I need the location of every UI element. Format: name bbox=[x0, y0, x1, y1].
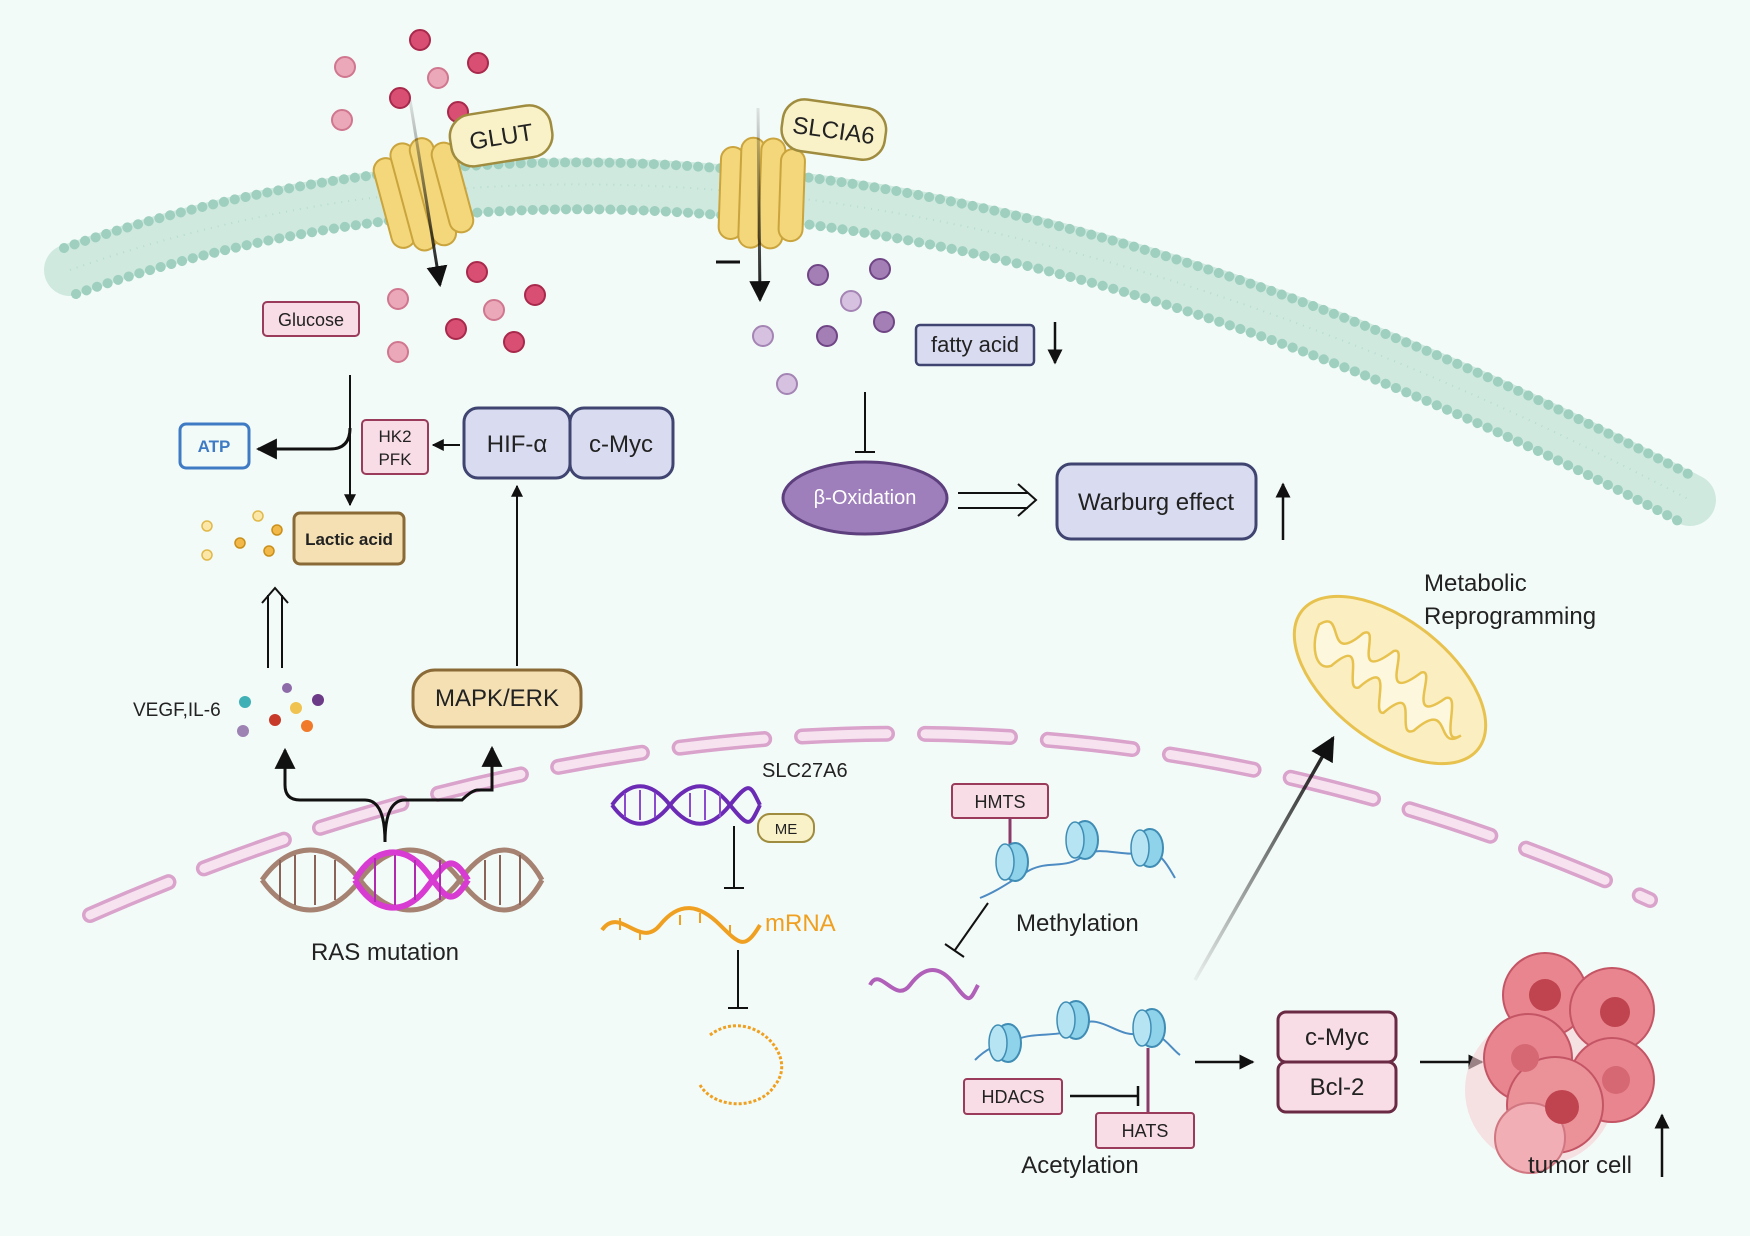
glycolysis-arrows bbox=[255, 375, 460, 507]
glucose-molecules-outside bbox=[331, 29, 489, 131]
transporter-channel-icon bbox=[717, 136, 806, 250]
metabolic-label-line2: Reprogramming bbox=[1424, 603, 1596, 630]
nucleosome-icon bbox=[1065, 820, 1099, 860]
hk2-label: HK2 bbox=[378, 427, 411, 446]
hats-label: HATS bbox=[1122, 1121, 1169, 1141]
glucose-molecules-inside bbox=[387, 261, 546, 363]
me-box bbox=[757, 813, 815, 843]
lactate-molecules bbox=[201, 510, 283, 561]
cell-membrane bbox=[44, 157, 1716, 529]
slc27a6-label: SLC27A6 bbox=[762, 760, 848, 782]
tumor-cell-label: tumor cell bbox=[1528, 1152, 1632, 1179]
glucose-box bbox=[262, 301, 360, 337]
metabolic-label-line1: Metabolic bbox=[1424, 570, 1527, 597]
beta-oxidation-to-warburg-arrow bbox=[958, 483, 1038, 517]
cmyc-top-box bbox=[568, 406, 675, 480]
beta-oxidation-ellipse bbox=[781, 460, 949, 536]
lactic-acid-label: Lactic acid bbox=[305, 530, 393, 549]
nucleosome-icon bbox=[995, 842, 1029, 882]
acetylation-label: Acetylation bbox=[1021, 1152, 1138, 1179]
dna-double-helix-icon bbox=[259, 847, 545, 913]
dna-inhibits-mrna bbox=[724, 826, 744, 889]
hats-box bbox=[1095, 1112, 1195, 1149]
mrna-inhibits-protein bbox=[728, 950, 748, 1009]
nucleosome-icon bbox=[988, 1023, 1022, 1063]
acetylation-to-reprogramming-arrow bbox=[1193, 735, 1335, 981]
slcia6-transporter: SLCIA6 bbox=[717, 98, 888, 303]
methylation-inhibits-rna bbox=[944, 902, 989, 958]
ras-mutation-label: RAS mutation bbox=[311, 939, 459, 966]
lactic-acid-box bbox=[292, 511, 406, 566]
glut-label-box bbox=[448, 104, 554, 168]
hdacs-label: HDACS bbox=[981, 1087, 1044, 1107]
atp-box bbox=[178, 422, 251, 470]
fatty-acid-box bbox=[914, 323, 1036, 367]
mitochondrion-icon bbox=[1292, 594, 1488, 766]
methylation-label: Methylation bbox=[1016, 910, 1139, 937]
mrna-strand-icon bbox=[600, 906, 762, 944]
nucleosome-icon bbox=[1132, 1008, 1166, 1048]
hk2-pfk-box bbox=[361, 419, 429, 475]
hdacs-inhibits-hats bbox=[1070, 1086, 1140, 1106]
atp-label: ATP bbox=[198, 437, 231, 456]
cytokine-molecules bbox=[237, 683, 324, 737]
methylation-chromatin bbox=[979, 820, 1176, 899]
mapk-erk-box bbox=[411, 668, 583, 729]
vegf-il6-label: VEGF,IL-6 bbox=[133, 700, 221, 721]
hdacs-box bbox=[963, 1078, 1063, 1115]
fatty-acid-label: fatty acid bbox=[931, 332, 1019, 357]
cmyc-top-label: c-Myc bbox=[589, 431, 653, 458]
ras-branch-arrows bbox=[274, 745, 503, 843]
tumor-cell-cluster-icon bbox=[1465, 952, 1655, 1174]
fatty-acid-inhibits-beta-oxidation bbox=[855, 392, 875, 453]
hif-alpha-label: HIF-α bbox=[487, 431, 548, 458]
me-label: ME bbox=[775, 821, 798, 838]
mrna-label: mRNA bbox=[765, 910, 836, 937]
pfk-label: PFK bbox=[378, 450, 412, 469]
warburg-effect-box bbox=[1055, 462, 1258, 541]
fatty-acid-molecules bbox=[752, 258, 895, 395]
nucleosome-icon bbox=[1130, 828, 1164, 868]
cmyc-bottom-label: c-Myc bbox=[1305, 1024, 1369, 1051]
nuclear-membrane bbox=[82, 725, 1658, 923]
nucleosome-icon bbox=[1056, 1000, 1090, 1040]
slcia6-label-box bbox=[780, 98, 888, 161]
dna-double-helix-icon bbox=[610, 784, 762, 826]
vegf-to-lactate-double-arrow bbox=[261, 586, 289, 668]
hmts-box bbox=[951, 783, 1049, 819]
bcl2-box bbox=[1276, 1060, 1398, 1114]
glut-transporter: GLUT bbox=[372, 99, 554, 288]
warburg-effect-label: Warburg effect bbox=[1078, 489, 1234, 516]
acetylation-chromatin bbox=[974, 1000, 1181, 1063]
coiled-protein-icon bbox=[698, 1024, 784, 1106]
beta-oxidation-label: β-Oxidation bbox=[814, 487, 917, 509]
hmts-label: HMTS bbox=[975, 792, 1026, 812]
mapk-erk-label: MAPK/ERK bbox=[435, 685, 559, 712]
bcl2-label: Bcl-2 bbox=[1310, 1074, 1365, 1101]
slc27a6-inhibits-transport-line bbox=[716, 260, 740, 720]
glucose-label: Glucose bbox=[278, 310, 344, 330]
rna-strand-icon bbox=[868, 968, 980, 1001]
